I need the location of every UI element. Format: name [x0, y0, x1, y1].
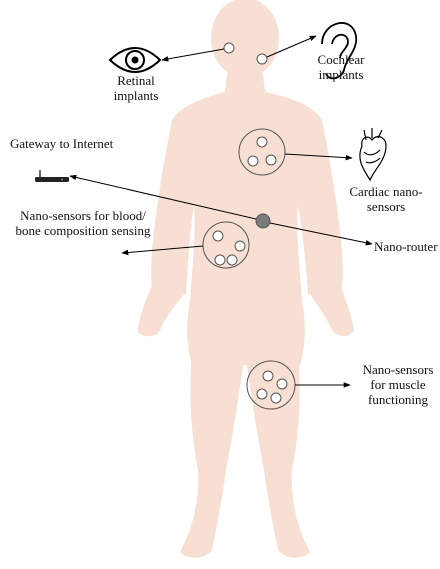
cochlear-sensor-node [257, 54, 267, 64]
retinal-implants-label: Retinal implants [110, 73, 162, 103]
cardiac-nanosensors-label: Cardiac nano- sensors [340, 184, 432, 214]
blood-bone-sensors-label: Nano-sensors for blood/ bone composition… [8, 208, 158, 238]
retinal-sensor-node [224, 43, 234, 53]
gateway-router-icon [35, 170, 69, 182]
gateway-label: Gateway to Internet [10, 136, 113, 151]
cochlear-implants-label: Cochlear implants [306, 52, 376, 82]
human-body-silhouette [138, 0, 354, 558]
nano-router-label: Nano-router [374, 239, 438, 254]
muscle-sensors-label: Nano-sensors for muscle functioning [358, 362, 438, 407]
eye-icon [110, 48, 160, 72]
heart-icon [360, 128, 386, 180]
nano-router-node [256, 214, 270, 228]
